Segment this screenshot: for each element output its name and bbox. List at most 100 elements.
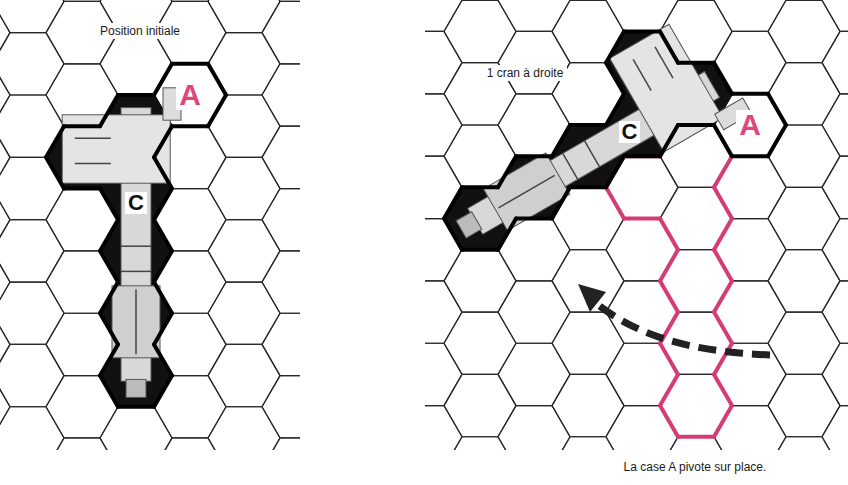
hex-cell — [262, 376, 300, 438]
ship-outline — [208, 95, 226, 126]
hex-cell — [425, 94, 462, 156]
ship-part — [610, 24, 723, 152]
arrow-head — [578, 284, 606, 312]
hex-cell — [768, 250, 840, 312]
ship-outline — [100, 189, 118, 220]
ghost-outline — [714, 250, 732, 281]
hex-cell — [768, 63, 840, 125]
ship-outline — [624, 16, 660, 47]
hex-cell — [262, 313, 300, 375]
ship-detail — [633, 59, 651, 90]
hex-cell — [714, 281, 786, 343]
hex-cell — [154, 189, 226, 251]
hex-cell — [552, 312, 624, 374]
hex-cell — [768, 187, 840, 249]
ship-detail — [585, 141, 600, 167]
hex-cell — [822, 343, 848, 405]
hex-cell — [444, 250, 516, 312]
hex-cell — [262, 251, 300, 313]
tile-letter: C — [125, 192, 147, 214]
ship-outline — [100, 251, 118, 282]
hex-cell — [208, 95, 280, 157]
ghost-outline — [714, 406, 732, 437]
hex-cell — [208, 157, 280, 219]
hex-cell — [606, 406, 678, 450]
caption: La case A pivote sur place. — [620, 457, 771, 475]
ship-detail — [121, 271, 151, 273]
ship-outline — [154, 344, 172, 375]
hex-cell — [660, 187, 732, 249]
label-text: A — [736, 110, 764, 140]
hex-cell — [0, 344, 64, 406]
hex-cell — [822, 156, 848, 218]
panel-title: 1 cran à droite — [483, 63, 568, 81]
hex-cell — [768, 312, 840, 374]
ship-outline — [118, 405, 154, 409]
hex-cell — [208, 344, 280, 406]
ghost-outline — [624, 217, 660, 221]
hex-cell — [498, 343, 570, 405]
hex-cell — [0, 1, 10, 63]
hex-cell — [660, 250, 732, 312]
ship-outline — [759, 125, 795, 156]
label-text: Position initiale — [96, 23, 184, 39]
hex-cell — [154, 64, 226, 126]
ship-outline — [714, 125, 732, 156]
ship-outline — [516, 203, 552, 234]
panel-title: Position initiale — [96, 21, 184, 39]
hex-cell — [100, 33, 172, 95]
hex-cell — [552, 374, 624, 436]
ship-outline — [678, 47, 714, 78]
ship-outline — [732, 141, 768, 172]
hex-cell — [498, 0, 570, 31]
hex-cell — [46, 438, 118, 450]
ship-part — [126, 379, 146, 397]
hex-cell — [0, 438, 10, 450]
hex-cell — [660, 312, 732, 374]
ship-detail — [75, 163, 111, 165]
ghost-outline — [714, 219, 732, 250]
hex-cell — [154, 251, 226, 313]
ship-outline — [172, 62, 208, 66]
ship-outline — [100, 220, 118, 251]
ship-detail — [499, 175, 555, 207]
hex-cell — [606, 281, 678, 343]
caption-text: La case A pivote sur place. — [620, 459, 771, 475]
hex-cell — [425, 0, 462, 31]
ship-outline — [154, 126, 172, 157]
hex-cell — [262, 64, 300, 126]
ship-hex — [154, 64, 226, 126]
hex-cell — [822, 281, 848, 343]
hex-cell — [154, 313, 226, 375]
ghost-outline — [660, 343, 678, 374]
hex-cell — [714, 156, 786, 218]
hex-cell — [768, 374, 840, 436]
ship-outline — [46, 157, 64, 188]
ship-outline — [660, 31, 678, 62]
ship-outline — [154, 220, 172, 251]
ship-outline — [570, 172, 606, 203]
hex-cell — [154, 438, 226, 450]
ship-detail — [121, 245, 151, 247]
hex-cell — [714, 406, 786, 450]
ship-detail — [75, 137, 111, 139]
hex-cell — [768, 437, 840, 450]
hex-cell — [552, 437, 624, 450]
ghost-outline — [606, 187, 624, 218]
tile-letter: A — [736, 110, 764, 140]
ship-outline — [100, 376, 118, 407]
ship-outline — [678, 109, 714, 140]
hex-cell — [768, 0, 840, 62]
hex-cell — [46, 376, 118, 438]
ship-outline — [768, 94, 786, 125]
ship-outline — [100, 313, 118, 344]
hex-cell — [822, 406, 848, 450]
ghost-outline — [714, 343, 732, 374]
hex-cell — [0, 0, 64, 33]
hex-cell — [822, 219, 848, 281]
ship-outline — [597, 156, 633, 187]
ghost-outline — [660, 250, 678, 281]
hex-cell — [552, 250, 624, 312]
ship-part — [112, 286, 160, 358]
hex-cell — [822, 31, 848, 93]
